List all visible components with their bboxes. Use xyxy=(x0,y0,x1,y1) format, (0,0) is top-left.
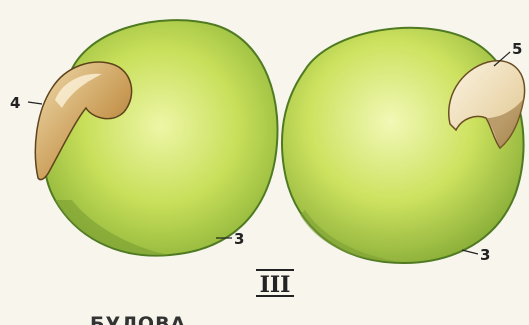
panel-label: III xyxy=(256,270,294,298)
label-3-left: 3 xyxy=(234,230,244,248)
right-seed xyxy=(282,28,525,263)
left-seed xyxy=(35,20,277,256)
label-4: 4 xyxy=(10,94,20,112)
label-3-right: 3 xyxy=(480,246,490,264)
label-5: 5 xyxy=(512,40,522,58)
panel-numeral: III xyxy=(260,272,291,298)
caption-partial: БУЛОВА xyxy=(90,313,186,325)
